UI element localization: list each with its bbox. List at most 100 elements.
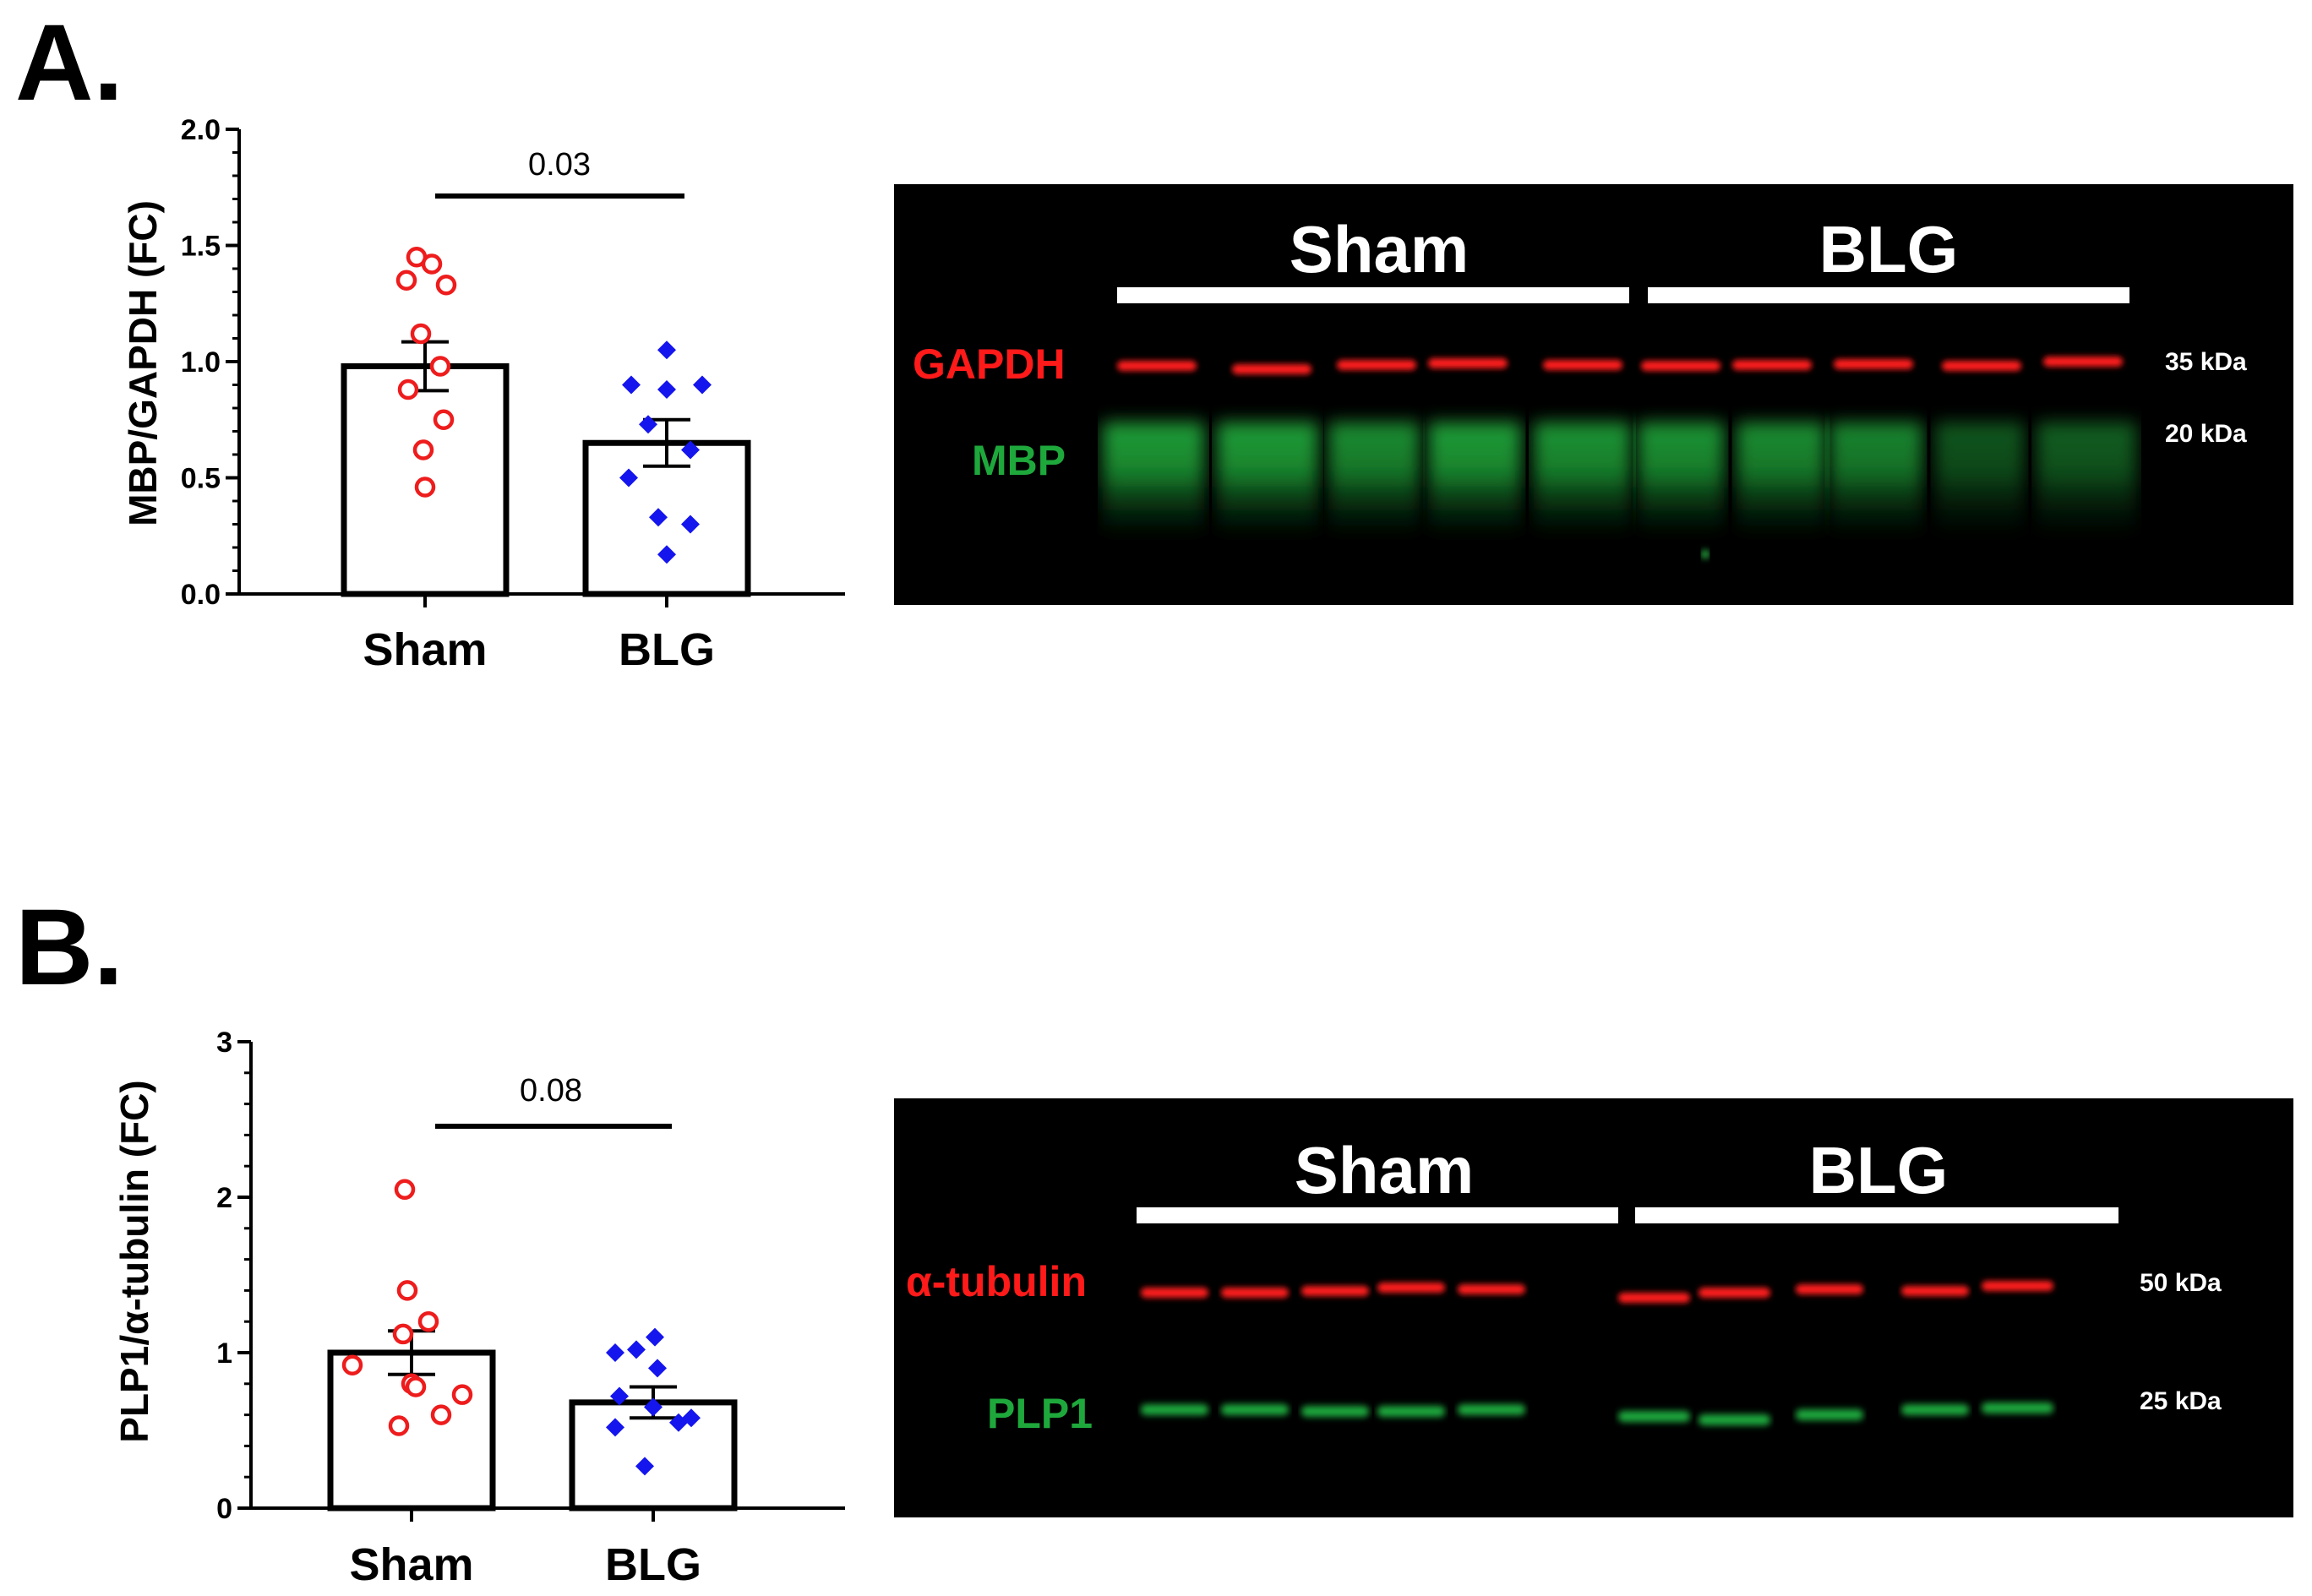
chart-b-point-blg: [606, 1418, 624, 1437]
chart-b-point-blg: [669, 1413, 688, 1432]
blot-b-background: [894, 1098, 2293, 1517]
blot-b-green-band: [1982, 1403, 2053, 1414]
chart-a-y-tick-label: 1.0: [181, 346, 221, 379]
blot-b-red-band: [1221, 1288, 1289, 1298]
chart-a-point-sham: [410, 323, 432, 345]
blot-a-green-smear: [1534, 422, 1631, 532]
chart-b-pvalue: 0.08: [520, 1073, 582, 1108]
blot-b-green-band: [1796, 1409, 1863, 1420]
blot-b-group-label: BLG: [1809, 1133, 1949, 1207]
panel-b-letter: B.: [15, 887, 123, 1008]
chart-b-point-blg: [606, 1343, 624, 1362]
blot-a-red-kda: 35 kDa: [2165, 348, 2247, 376]
blot-b-red-band: [1796, 1284, 1863, 1294]
chart-a-point-blg: [681, 515, 700, 534]
chart-a-point-sham: [412, 439, 434, 460]
chart-a-y-tick-label: 0.5: [181, 463, 221, 495]
blot-a-green-smear: [2037, 422, 2136, 532]
blot-a-background: [894, 184, 2293, 605]
blot-b-red-kda: 50 kDa: [2140, 1269, 2222, 1297]
chart-a-point-blg: [619, 468, 638, 488]
blot-a-group-bar: [1648, 287, 2129, 303]
chart-b-category-label: Sham: [349, 1539, 473, 1590]
chart-a-point-blg: [693, 375, 712, 395]
chart-b-point-sham: [405, 1376, 427, 1397]
blot-a-red-band: [1543, 360, 1622, 370]
chart-a-category-label: Sham: [363, 624, 487, 675]
blot-b-green-band: [1301, 1406, 1369, 1417]
chart-a-point-blg: [649, 508, 668, 527]
blot-a-green-label: MBP: [972, 437, 1066, 484]
blot-b-green-band: [1221, 1404, 1289, 1415]
blot-a-group-bar: [1117, 287, 1629, 303]
chart-a-point-sham: [414, 477, 436, 498]
chart-a-point-blg: [657, 340, 676, 360]
blot-a-group-label: BLG: [1819, 212, 1959, 286]
chart-b-y-tick-label: 3: [216, 1027, 232, 1059]
blot-a-green-spot: [1701, 550, 1709, 558]
blot-a-red-label: GAPDH: [913, 340, 1066, 388]
chart-a-point-blg: [681, 440, 700, 460]
blot-b-group-label: Sham: [1295, 1133, 1474, 1207]
blot-b-red-band: [1301, 1286, 1369, 1296]
chart-b-point-sham: [394, 1179, 416, 1201]
chart-a-point-sham: [397, 379, 419, 400]
chart-a-y-tick-label: 2.0: [181, 114, 221, 146]
chart-a-point-sham: [395, 270, 417, 291]
blot-a-red-band: [1232, 364, 1311, 374]
blot-a-red-band: [1117, 361, 1197, 371]
blot-b-red-label: α-tubulin: [906, 1258, 1087, 1305]
chart-b-y-tick-label: 2: [216, 1182, 232, 1214]
chart-a-category-label: BLG: [619, 624, 715, 675]
blot-a-green-smear: [1829, 422, 1922, 532]
chart-b-point-sham: [417, 1310, 439, 1332]
chart-a: MBP/GAPDH (FC) 0.03 0.00.51.01.52.0 Sham…: [121, 114, 845, 675]
chart-a-ylabel: MBP/GAPDH (FC): [121, 200, 165, 526]
chart-a-point-blg: [639, 415, 657, 434]
chart-a-bar: [582, 439, 751, 597]
blot-b-red-band: [1901, 1286, 1969, 1296]
blot-b-group-bar: [1137, 1207, 1618, 1223]
chart-a-y-tick-label: 1.5: [181, 231, 221, 263]
blot-a-green-smear: [1935, 422, 2024, 532]
chart-a-point-blg: [622, 375, 641, 395]
chart-b-point-blg: [648, 1359, 667, 1378]
chart-a-point-sham: [433, 409, 455, 430]
chart-b-point-sham: [430, 1404, 452, 1425]
chart-b-point-blg: [646, 1327, 664, 1347]
blot-a-red-band: [1834, 359, 1913, 369]
blot-a-green-smear: [1217, 422, 1318, 532]
blot-b-green-label: PLP1: [987, 1390, 1093, 1437]
blot-b-green-band: [1377, 1406, 1445, 1417]
blot-b-red-band: [1699, 1288, 1770, 1298]
blot-b-red-band: [1377, 1283, 1445, 1293]
blot-b-green-band: [1141, 1404, 1208, 1415]
chart-b-point-blg: [635, 1457, 654, 1476]
blot-b-green-band: [1901, 1404, 1969, 1415]
blot-b-group-bar: [1635, 1207, 2118, 1223]
blot-a-green-smear: [1103, 422, 1204, 532]
blot-a-red-band: [1428, 358, 1508, 368]
chart-b-point-blg: [610, 1386, 629, 1406]
blot-a-red-band: [1942, 361, 2021, 371]
chart-b-point-blg: [627, 1340, 646, 1359]
blot-a-red-band: [1732, 360, 1812, 370]
blot-b-green-band: [1458, 1404, 1525, 1415]
blot-b-red-band: [1982, 1281, 2053, 1291]
blot-a-green-smear: [1428, 422, 1521, 532]
chart-a-point-sham: [421, 253, 443, 275]
chart-b-point-sham: [451, 1384, 473, 1405]
chart-a-point-blg: [657, 380, 676, 399]
blot-b-green-kda: 25 kDa: [2140, 1387, 2222, 1415]
blot-a-green-smear: [1328, 422, 1420, 532]
chart-b-y-tick-label: 0: [216, 1493, 232, 1525]
chart-a-point-sham: [429, 356, 451, 377]
chart-b-y-tick-label: 1: [216, 1337, 232, 1370]
chart-a-point-sham: [435, 275, 457, 296]
chart-b-bar: [569, 1399, 738, 1512]
blot-a-group-label: Sham: [1290, 212, 1469, 286]
western-blot-b: Sham BLG α-tubulin PLP1 50 kDa 25 kDa: [894, 1098, 2293, 1517]
chart-b-point-blg: [644, 1397, 663, 1417]
